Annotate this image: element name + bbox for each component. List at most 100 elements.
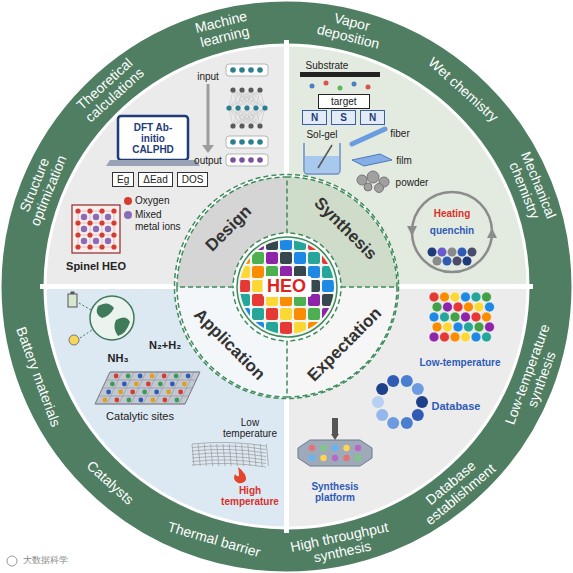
neuron: [248, 157, 254, 163]
neuron: [226, 105, 231, 110]
element-tile: [280, 322, 292, 334]
database-dot: [416, 396, 428, 408]
metal-atom: [93, 238, 99, 244]
database-dot: [401, 417, 413, 429]
neuron: [257, 67, 263, 73]
quench-ball: [428, 248, 437, 257]
powder-grain: [364, 183, 372, 191]
neuron: [248, 87, 253, 92]
legend-item: Mixed metal ions: [124, 209, 185, 232]
neuron: [248, 67, 254, 73]
platform-well: [332, 455, 338, 461]
inner-circle: [175, 175, 399, 399]
heating-cycle: [412, 192, 492, 272]
annotation-label: Synthesis platform: [299, 481, 371, 503]
box-text: N: [311, 112, 318, 123]
element-tile: [308, 308, 320, 320]
annotation-label: High temperature: [218, 485, 282, 507]
element-tile: [238, 322, 250, 334]
database-dot: [376, 409, 388, 421]
element-tile: [294, 308, 306, 320]
box-text: target: [331, 96, 357, 107]
neuron: [239, 87, 244, 92]
atom-sphere: [482, 292, 492, 302]
atom-sphere: [464, 322, 474, 332]
atom-sphere: [429, 312, 439, 322]
catalyst-surface: [95, 372, 200, 404]
element-tile: [238, 308, 250, 320]
flame: [234, 467, 246, 483]
output-layer: [226, 154, 268, 166]
atom-sphere: [471, 332, 481, 342]
input-layer: [226, 64, 268, 76]
annotation-label: Sol-gel: [306, 129, 337, 140]
metal-atom: [105, 238, 111, 244]
atom-sphere: [471, 292, 481, 302]
database-dot: [387, 417, 399, 429]
oxygen-atom: [99, 244, 104, 249]
atom-sphere: [443, 302, 453, 312]
element-tile: [308, 238, 320, 250]
atom-sphere: [474, 322, 484, 332]
element-tile: [266, 252, 278, 264]
neuron: [257, 87, 262, 92]
atom-sphere: [453, 322, 463, 332]
catalytic-site: [154, 390, 159, 395]
oxygen-atom: [99, 220, 104, 225]
catalytic-site: [122, 382, 127, 387]
element-tile: [322, 294, 334, 306]
box-text: ΔEad: [143, 174, 167, 185]
legend-item: Oxygen: [124, 195, 169, 207]
catalytic-site: [102, 398, 107, 403]
element-tile: [266, 308, 278, 320]
platform-well: [355, 445, 361, 451]
neuron: [235, 105, 240, 110]
platform-well: [309, 455, 315, 461]
dispense-nozzle: [332, 418, 338, 434]
lattice-lines: [76, 209, 116, 249]
stir-rod: [318, 145, 332, 168]
atom-sphere: [432, 302, 442, 312]
annotation-label: 大数据科学: [23, 556, 68, 566]
metal-atom: [81, 238, 87, 244]
sector-shape: [177, 177, 287, 287]
globe: [90, 296, 134, 340]
cycle-arrow: [407, 226, 417, 236]
catalytic-site: [150, 374, 155, 379]
neuron: [257, 139, 263, 145]
metal-atom: [81, 214, 87, 220]
element-tile: [322, 280, 334, 292]
annotation-label: film: [396, 155, 412, 166]
element-tile: [238, 252, 250, 264]
particle: [310, 84, 315, 89]
platform-well: [320, 455, 326, 461]
neuron: [230, 139, 236, 145]
oxygen-atom: [99, 232, 104, 237]
quench-ball: [463, 257, 472, 266]
atom-sphere: [471, 312, 481, 322]
catalytic-site: [138, 398, 143, 403]
laptop-screen: [118, 116, 188, 160]
catalytic-site: [106, 390, 111, 395]
oxygen-atom: [99, 208, 104, 213]
neuron: [230, 157, 236, 163]
neuron: [239, 139, 245, 145]
catalytic-site: [118, 390, 123, 395]
battery-cap: [71, 292, 75, 295]
neuron: [239, 123, 244, 128]
neuron: [230, 87, 235, 92]
element-tile: [238, 294, 250, 306]
annotation-label: quenchin: [430, 225, 474, 236]
battery-icon: [68, 294, 77, 307]
platform-well: [343, 445, 349, 451]
element-tile: [252, 322, 264, 334]
element-tile: [280, 252, 292, 264]
annotation-label: Low-temperature: [419, 357, 500, 368]
sol-gel-liquid: [305, 156, 339, 173]
annotation-label: N₂+H₂: [149, 339, 181, 351]
neuron: [248, 123, 253, 128]
oxygen-atom: [111, 232, 116, 237]
neuron: [230, 67, 236, 73]
element-tile: [322, 266, 334, 278]
neuron: [253, 105, 258, 110]
